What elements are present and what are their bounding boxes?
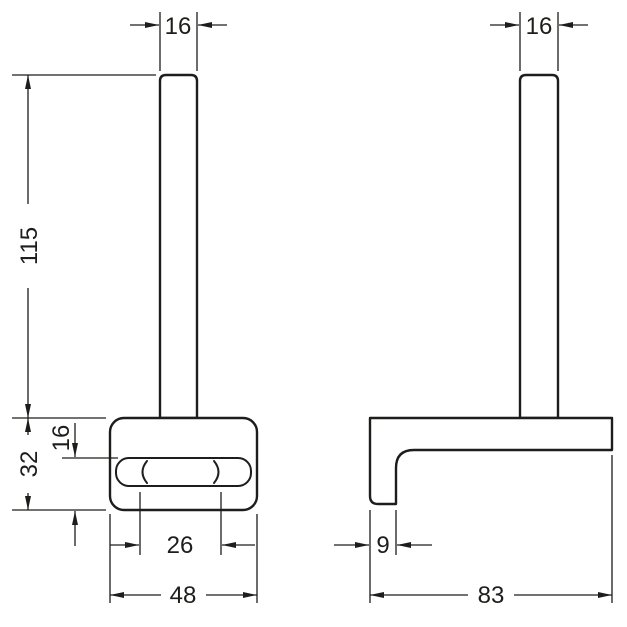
spring-mark-right — [213, 460, 220, 484]
dim-label-front-inner-height: 16 — [48, 425, 75, 452]
dim-label-side-hook-depth: 9 — [376, 532, 389, 559]
dim-label-side-depth: 83 — [478, 582, 505, 609]
dim-label-front-height: 115 — [16, 227, 43, 265]
dim-label-front-bar-width: 16 — [165, 13, 192, 40]
dim-label-front-body-width: 48 — [170, 582, 197, 609]
dim-label-side-bar-width: 16 — [526, 13, 553, 40]
dim-side-bar-width: 16 — [490, 12, 588, 71]
front-view — [108, 73, 259, 512]
dim-front-inner-width: 26 — [110, 492, 255, 559]
dim-front-bar-width: 16 — [130, 12, 227, 71]
dim-label-front-body-height: 32 — [16, 451, 43, 478]
dim-front-inner-height: 16 — [48, 423, 118, 546]
front-bar — [158, 73, 199, 420]
side-plate — [368, 416, 614, 506]
dim-front-body-width: 48 — [109, 514, 258, 609]
side-bar — [518, 73, 560, 420]
dim-side-hook-depth: 9 — [334, 510, 432, 559]
front-slot — [115, 457, 252, 487]
dim-front-body-height: 32 — [12, 418, 106, 511]
dim-label-front-inner-width: 26 — [167, 532, 194, 559]
dim-side-depth: 83 — [369, 455, 613, 609]
spring-mark-left — [141, 460, 148, 484]
side-view — [368, 73, 614, 506]
